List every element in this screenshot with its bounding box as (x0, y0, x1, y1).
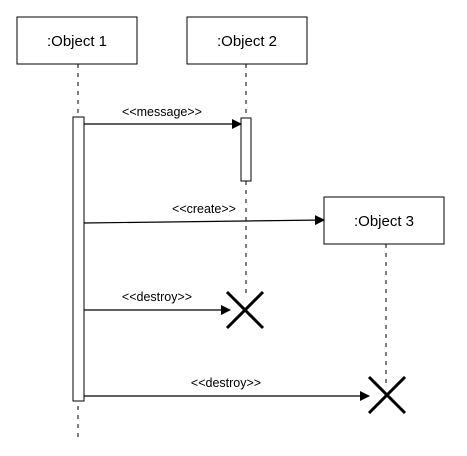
create-arrow: <<create>> (83, 202, 325, 226)
message-arrow: <<message>> (84, 105, 242, 129)
message-label: <<message>> (122, 105, 202, 119)
create-arrow-line (83, 215, 325, 226)
object-1-box (16, 16, 138, 65)
object-2-destroy-x-icon (225, 290, 265, 330)
create-label: <<create>> (172, 202, 236, 216)
destroy-label-object-2: <<destroy>> (122, 290, 192, 304)
object-3: :Object 3 (323, 196, 445, 245)
object-2: :Object 2 (186, 16, 308, 65)
object-2-box (186, 16, 308, 65)
destroy-arrow-object-2: <<destroy>> (84, 290, 231, 315)
object-1: :Object 1 (16, 16, 138, 65)
object-3-box (323, 196, 445, 245)
destroy-arrow-object-3: <<destroy>> (84, 376, 370, 401)
object-2-activation-bar (240, 117, 252, 182)
object-2-label: :Object 2 (217, 33, 277, 50)
object-3-label: :Object 3 (354, 213, 414, 230)
object-1-label: :Object 1 (47, 33, 107, 50)
object-1-activation-bar (72, 116, 85, 402)
object-3-destroy-x-icon (367, 375, 407, 415)
destroy-label-object-3: <<destroy>> (191, 376, 261, 390)
